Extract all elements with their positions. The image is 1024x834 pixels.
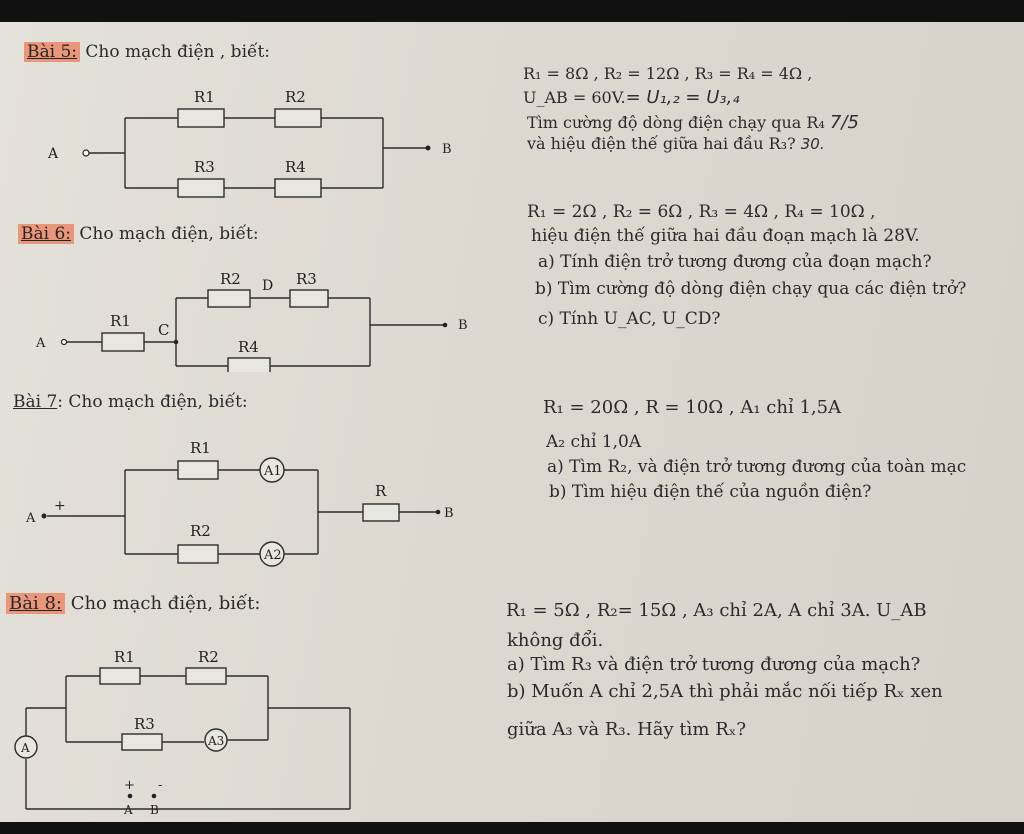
label-a: A [47, 146, 59, 162]
label-r1: R1 [114, 648, 135, 666]
label-a2: A2 [263, 548, 282, 563]
label-r2: R2 [190, 522, 211, 540]
bai6-header: Bài 6: Cho mạch điện, biết: [18, 224, 259, 244]
bai6-question-a: a) Tính điện trở tương đương của đoạn mạ… [538, 252, 932, 272]
label-d: D [262, 278, 273, 294]
label-a-terminal: A [123, 803, 133, 817]
label-r4: R4 [238, 338, 259, 356]
bai5-header: Bài 5: Cho mạch điện , biết: [24, 42, 270, 62]
label-r: R [375, 482, 387, 500]
bai5-handwriting-3: 30. [800, 135, 825, 153]
bai5-question-1-text: Tìm cường độ dòng điện chạy qua R₄ [527, 113, 825, 132]
bai6-question-b: b) Tìm cường độ dòng điện chạy qua các đ… [535, 279, 967, 299]
bai6-title: Cho mạch điện, biết: [74, 224, 259, 244]
label-a: A [25, 511, 36, 526]
label-ammeter-a: A [20, 741, 30, 755]
label-r2: R2 [198, 648, 219, 666]
bai5-given-2: U_AB = 60V.= U₁,₂ = U₃,₄ [523, 87, 740, 108]
bai8-header: Bài 8: Cho mạch điện, biết: [6, 593, 260, 614]
bai6-question-c: c) Tính U_AC, U_CD? [538, 309, 721, 329]
label-r1: R1 [194, 88, 215, 106]
resistor-r3 [177, 178, 225, 198]
bai6-given-2: hiệu điện thế giữa hai đầu đoạn mạch là … [531, 226, 920, 246]
label-r2: R2 [220, 270, 241, 288]
bai5-question-2: và hiệu điện thế giữa hai đầu R₃? 30. [527, 134, 825, 153]
bai6-circuit: A B C D R1 R2 R3 R4 [35, 270, 468, 372]
label-plus: + [124, 778, 135, 793]
bai6-given-1: R₁ = 2Ω , R₂ = 6Ω , R₃ = 4Ω , R₄ = 10Ω , [527, 202, 876, 222]
label-b: B [444, 506, 454, 521]
label-r3: R3 [194, 158, 215, 176]
bai7-header: Bài 7: Cho mạch điện, biết: [13, 392, 248, 412]
node-a [82, 149, 90, 157]
bai5-given-1: R₁ = 8Ω , R₂ = 12Ω , R₃ = R₄ = 4Ω , [523, 64, 813, 83]
bai5-handwriting-1: = U₁,₂ = U₃,₄ [625, 87, 740, 108]
label-r4: R4 [285, 158, 306, 176]
resistor-r2 [207, 289, 251, 308]
resistor-r3 [121, 733, 163, 751]
bai5-handwriting-2: 7/5 [829, 112, 859, 133]
bai5-question-1: Tìm cường độ dòng điện chạy qua R₄ 7/5 [527, 112, 859, 133]
bai5-question-2-text: và hiệu điện thế giữa hai đầu R₃? [527, 134, 796, 153]
bai7-question-b: b) Tìm hiệu điện thế của nguồn điện? [549, 482, 872, 502]
resistor-r3 [289, 289, 329, 308]
bai8-question-b-1: b) Muốn A chỉ 2,5A thì phải mắc nối tiếp… [507, 681, 943, 702]
bai7-circuit: A + A1 A2 B R1 R2 R [25, 439, 454, 567]
bai5-circuit: A B R1 R2 R3 R4 [47, 88, 452, 198]
label-plus: + [54, 498, 66, 514]
bai6-number: Bài 6: [18, 224, 75, 244]
label-r3: R3 [134, 715, 155, 733]
bai8-circuit: A3 A + - A B R1 R2 R3 [14, 648, 351, 817]
label-c: C [158, 321, 169, 339]
bai8-given-1: R₁ = 5Ω , R₂= 15Ω , A₃ chỉ 2A, A chỉ 3A.… [506, 600, 927, 621]
resistor-r4 [274, 178, 322, 198]
bai7-given-1: R₁ = 20Ω , R = 10Ω , A₁ chỉ 1,5A [543, 397, 842, 418]
resistor-r1 [177, 460, 219, 480]
label-a: A [35, 336, 46, 351]
label-r2: R2 [285, 88, 306, 106]
bai7-title: : Cho mạch điện, biết: [57, 392, 248, 412]
resistor-r1 [101, 332, 145, 352]
bai8-title: Cho mạch điện, biết: [64, 593, 261, 614]
bai5-given-2-text: U_AB = 60V. [523, 88, 626, 107]
label-a1: A1 [263, 464, 282, 479]
label-a3: A3 [207, 734, 224, 748]
worksheet-page: Bài 5: Cho mạch điện , biết: A B R1 R2 R… [0, 22, 1024, 822]
label-r1: R1 [190, 439, 211, 457]
label-b: B [458, 318, 468, 333]
bai7-number: Bài 7 [13, 392, 58, 412]
bai7-given-2: A₂ chỉ 1,0A [546, 432, 642, 452]
bai8-question-b-2: giữa A₃ và R₃. Hãy tìm Rₓ? [507, 719, 747, 740]
resistor-r2 [274, 108, 322, 128]
resistor-r [362, 503, 400, 522]
bai5-title: Cho mạch điện , biết: [80, 42, 271, 62]
label-minus: - [158, 778, 162, 793]
resistor-r2 [185, 667, 227, 685]
bai7-question-a: a) Tìm R₂, và điện trở tương đương của t… [547, 457, 967, 477]
resistor-r1 [177, 108, 225, 128]
label-r1: R1 [110, 312, 131, 330]
bai8-given-2: không đổi. [507, 630, 604, 651]
bai8-number: Bài 8: [6, 593, 65, 614]
label-b: B [442, 142, 452, 157]
resistor-r2 [177, 544, 219, 564]
bai8-question-a: a) Tìm R₃ và điện trở tương đương của mạ… [507, 654, 921, 675]
resistor-r4 [227, 357, 271, 372]
label-b: B [150, 803, 159, 817]
resistor-r1 [99, 667, 141, 685]
label-r3: R3 [296, 270, 317, 288]
bai5-number: Bài 5: [24, 42, 81, 62]
